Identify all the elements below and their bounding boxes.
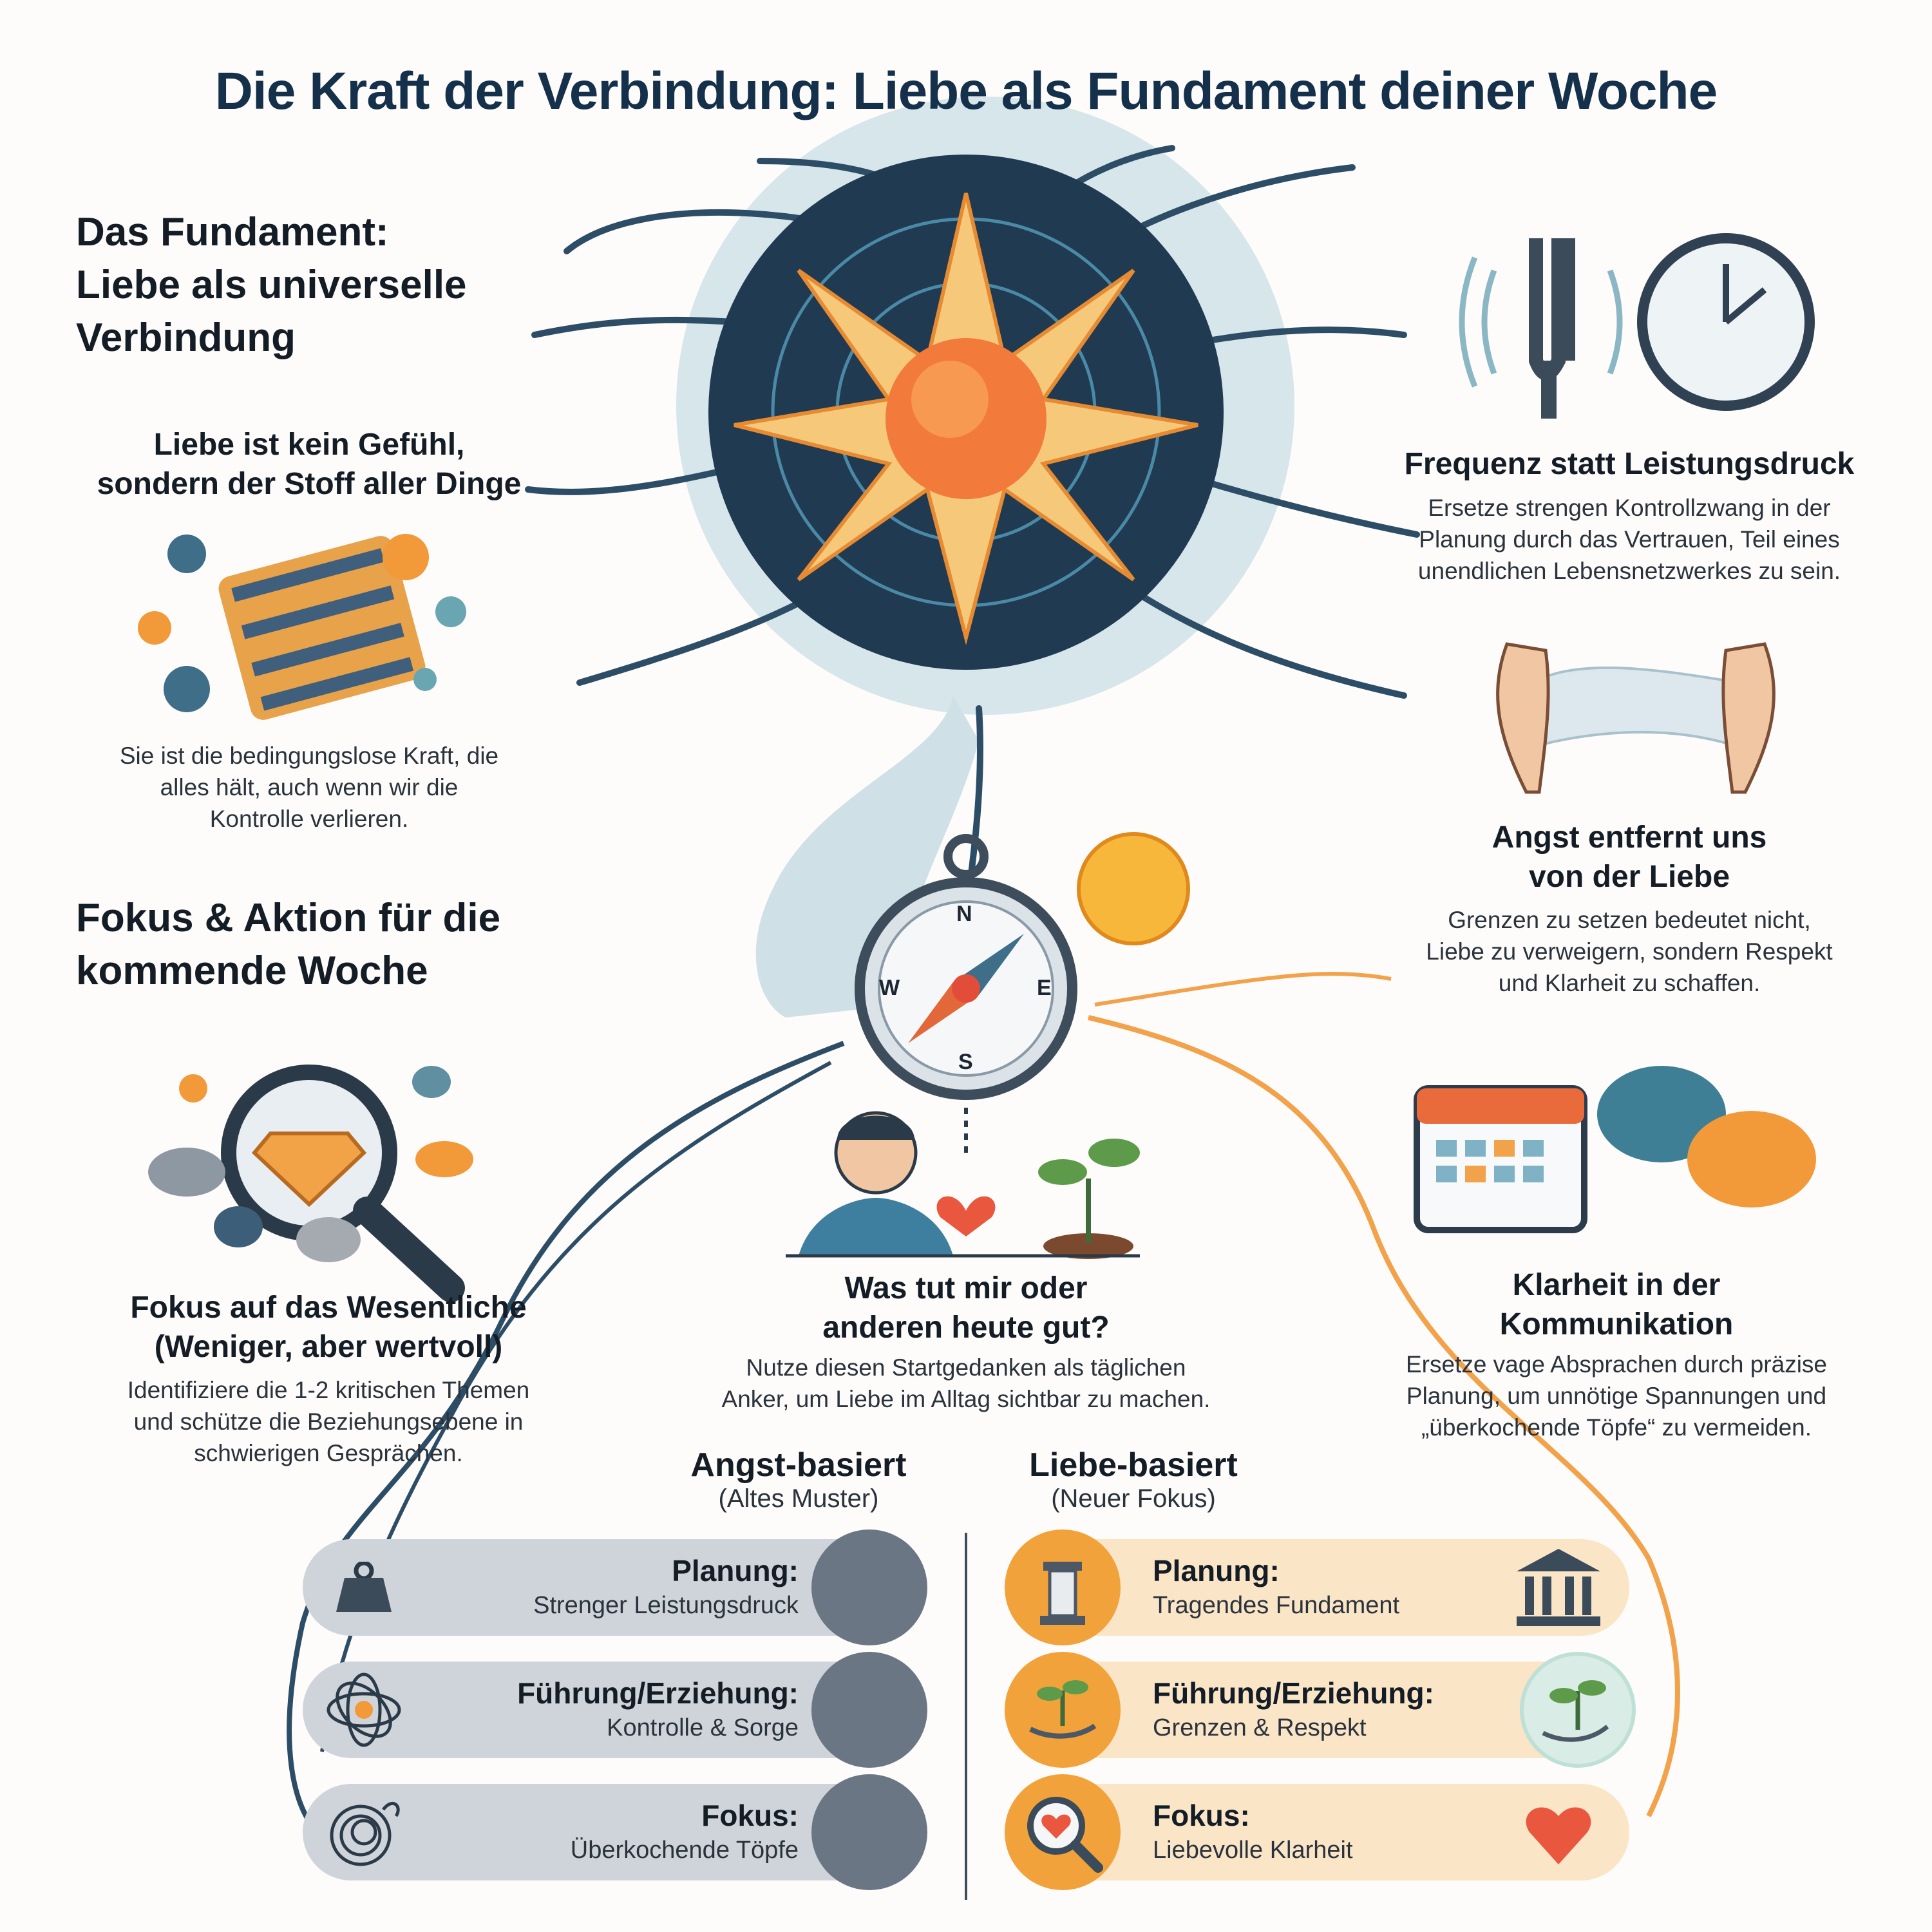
frequency-body-line: unendlichen Lebensnetzwerkes zu sein.	[1417, 557, 1841, 584]
essential-body-line: und schütze die Beziehungsebene in	[133, 1408, 524, 1435]
love-column-subtitle: (Neuer Fokus)	[1051, 1484, 1216, 1513]
frequency-body-line: Ersetze strengen Kontrollzwang in der	[1428, 495, 1831, 521]
fear-row-label: Fokus:	[701, 1799, 799, 1832]
fear-column-title: Angst-basiert	[690, 1446, 907, 1484]
daily-question-body-line: Anker, um Liebe im Alltag sichtbar zu ma…	[721, 1385, 1211, 1412]
fear-row-sub: Strenger Leistungsdruck	[533, 1592, 799, 1619]
fear-row-focus: Fokus: Überkochende Töpfe	[303, 1774, 927, 1890]
daily-question-line: anderen heute gut?	[822, 1311, 1110, 1345]
foundation-subheading-line: sondern der Stoff aller Dinge	[97, 467, 522, 502]
frequency-body-line: Planung durch das Vertrauen, Teil eines	[1419, 526, 1840, 553]
essential-heading: Fokus auf das Wesentliche (Weniger, aber…	[39, 1288, 618, 1367]
foundation-body-line: alles hält, auch wenn wir die	[160, 773, 459, 800]
sun-illustration	[1077, 832, 1190, 945]
clarity-heading-line: Kommunikation	[1499, 1307, 1734, 1342]
boiling-pot-icon	[811, 1774, 927, 1890]
magnifier-gem-illustration	[148, 1065, 473, 1302]
love-row-label: Planung:	[1153, 1554, 1280, 1587]
stressed-person-icon	[811, 1530, 927, 1645]
foundation-heading-line: Das Fundament:	[76, 210, 389, 254]
temple-icon	[1513, 1546, 1604, 1629]
clarity-body-line: Planung, um unnötige Spannungen und	[1406, 1382, 1827, 1409]
daily-question-body: Nutze diesen Startgedanken als täglichen…	[644, 1352, 1288, 1416]
essential-heading-line: Fokus auf das Wesentliche	[130, 1291, 527, 1325]
fear-distance-body: Grenzen zu setzen bedeutet nicht, Liebe …	[1340, 905, 1919, 999]
foundation-subheading-line: Liebe ist kein Gefühl,	[153, 428, 465, 462]
love-column-title: Liebe-basiert	[1029, 1446, 1238, 1484]
growing-plant-icon	[1520, 1652, 1636, 1768]
fear-distance-heading: Angst entfernt uns von der Liebe	[1340, 818, 1919, 897]
fear-distance-body-line: Grenzen zu setzen bedeutet nicht,	[1448, 907, 1811, 933]
person-heart-plant-illustration	[786, 1108, 1140, 1259]
foundation-body: Sie ist die bedingungslose Kraft, die al…	[52, 741, 567, 835]
weight-icon	[335, 1560, 393, 1613]
compass-east: E	[1037, 976, 1052, 1000]
fear-distance-heading-line: Angst entfernt uns	[1492, 820, 1767, 855]
fear-column-header: Angst-basiert (Altes Muster)	[670, 1446, 927, 1513]
compass-illustration	[855, 834, 1077, 1100]
fear-row-planning: Planung: Strenger Leistungsdruck	[303, 1530, 927, 1645]
tuning-fork-clock-illustration	[1459, 233, 1815, 419]
love-row-sub: Grenzen & Respekt	[1153, 1714, 1367, 1741]
fear-row-label: Planung:	[672, 1554, 799, 1587]
love-row-sub: Liebevolle Klarheit	[1153, 1837, 1353, 1864]
foundation-body-line: Kontrolle verlieren.	[209, 805, 409, 832]
fear-row-sub: Überkochende Töpfe	[570, 1837, 799, 1864]
love-row-label: Fokus:	[1153, 1799, 1250, 1832]
fear-distance-body-line: und Klarheit zu schaffen.	[1498, 969, 1761, 996]
woven-fabric-illustration	[138, 534, 466, 720]
hands-veil-illustration	[1496, 642, 1776, 794]
compass-north: N	[956, 902, 972, 926]
daily-question-line: Was tut mir oder	[844, 1271, 1088, 1305]
focus-heading-line: kommende Woche	[76, 948, 428, 993]
foundation-subheading: Liebe ist kein Gefühl, sondern der Stoff…	[52, 425, 567, 504]
frequency-body: Ersetze strengen Kontrollzwang in der Pl…	[1340, 493, 1919, 587]
essential-heading-line: (Weniger, aber wertvoll)	[154, 1330, 503, 1365]
focus-heading: Fokus & Aktion für die kommende Woche	[76, 892, 656, 998]
controlled-child-icon	[811, 1652, 927, 1768]
fear-row-sub: Kontrolle & Sorge	[607, 1714, 799, 1741]
focus-heading-line: Fokus & Aktion für die	[76, 896, 501, 940]
clarity-body-line: „überkochende Töpfe“ zu vermeiden.	[1421, 1414, 1812, 1441]
love-column-header: Liebe-basiert (Neuer Fokus)	[1005, 1446, 1262, 1513]
plant-hand-icon	[1005, 1652, 1121, 1768]
fear-distance-heading-line: von der Liebe	[1528, 860, 1730, 895]
love-row-label: Führung/Erziehung:	[1153, 1676, 1434, 1710]
love-row-focus: Fokus: Liebevolle Klarheit	[1005, 1774, 1629, 1890]
love-row-sub: Tragendes Fundament	[1153, 1592, 1400, 1619]
daily-question-body-line: Nutze diesen Startgedanken als täglichen	[746, 1354, 1186, 1381]
tangle-icon	[322, 1668, 406, 1752]
love-row-leadership: Führung/Erziehung: Grenzen & Respekt	[1005, 1652, 1636, 1768]
clarity-heading-line: Klarheit in der	[1512, 1268, 1721, 1302]
foundation-heading-line: Liebe als universelle	[76, 262, 467, 307]
foundation-heading-line: Verbindung	[76, 315, 296, 360]
clarity-body-line: Ersetze vage Absprachen durch präzise	[1405, 1351, 1828, 1378]
compass-south: S	[958, 1050, 973, 1074]
scribble-icon	[322, 1790, 406, 1874]
clarity-heading: Klarheit in der Kommunikation	[1327, 1265, 1906, 1345]
essential-body-line: schwierigen Gesprächen.	[194, 1439, 463, 1466]
calendar-chat-illustration	[1414, 1066, 1816, 1233]
love-row-planning: Planung: Tragendes Fundament	[1005, 1530, 1629, 1645]
magnifier-heart-icon	[1005, 1774, 1121, 1890]
clarity-body: Ersetze vage Absprachen durch präzise Pl…	[1327, 1349, 1906, 1443]
frequency-heading: Frequenz statt Leistungsdruck	[1404, 447, 1855, 481]
fear-column-subtitle: (Altes Muster)	[718, 1484, 879, 1513]
fear-distance-body-line: Liebe zu verweigern, sondern Respekt	[1426, 938, 1833, 965]
essential-body-line: Identifiziere die 1-2 kritischen Themen	[127, 1377, 530, 1403]
fear-row-label: Führung/Erziehung:	[517, 1676, 799, 1710]
heart-icon	[1520, 1794, 1597, 1871]
essential-body: Identifiziere die 1-2 kritischen Themen …	[39, 1375, 618, 1469]
fear-row-leadership: Führung/Erziehung: Kontrolle & Sorge	[303, 1652, 927, 1768]
compass-west: W	[879, 976, 900, 1000]
column-icon	[1005, 1530, 1121, 1645]
foundation-heading: Das Fundament: Liebe als universelle Ver…	[76, 206, 656, 364]
daily-question-heading: Was tut mir oder anderen heute gut?	[676, 1269, 1256, 1348]
foundation-body-line: Sie ist die bedingungslose Kraft, die	[119, 743, 499, 769]
page-title: Die Kraft der Verbindung: Liebe als Fund…	[214, 62, 1718, 120]
